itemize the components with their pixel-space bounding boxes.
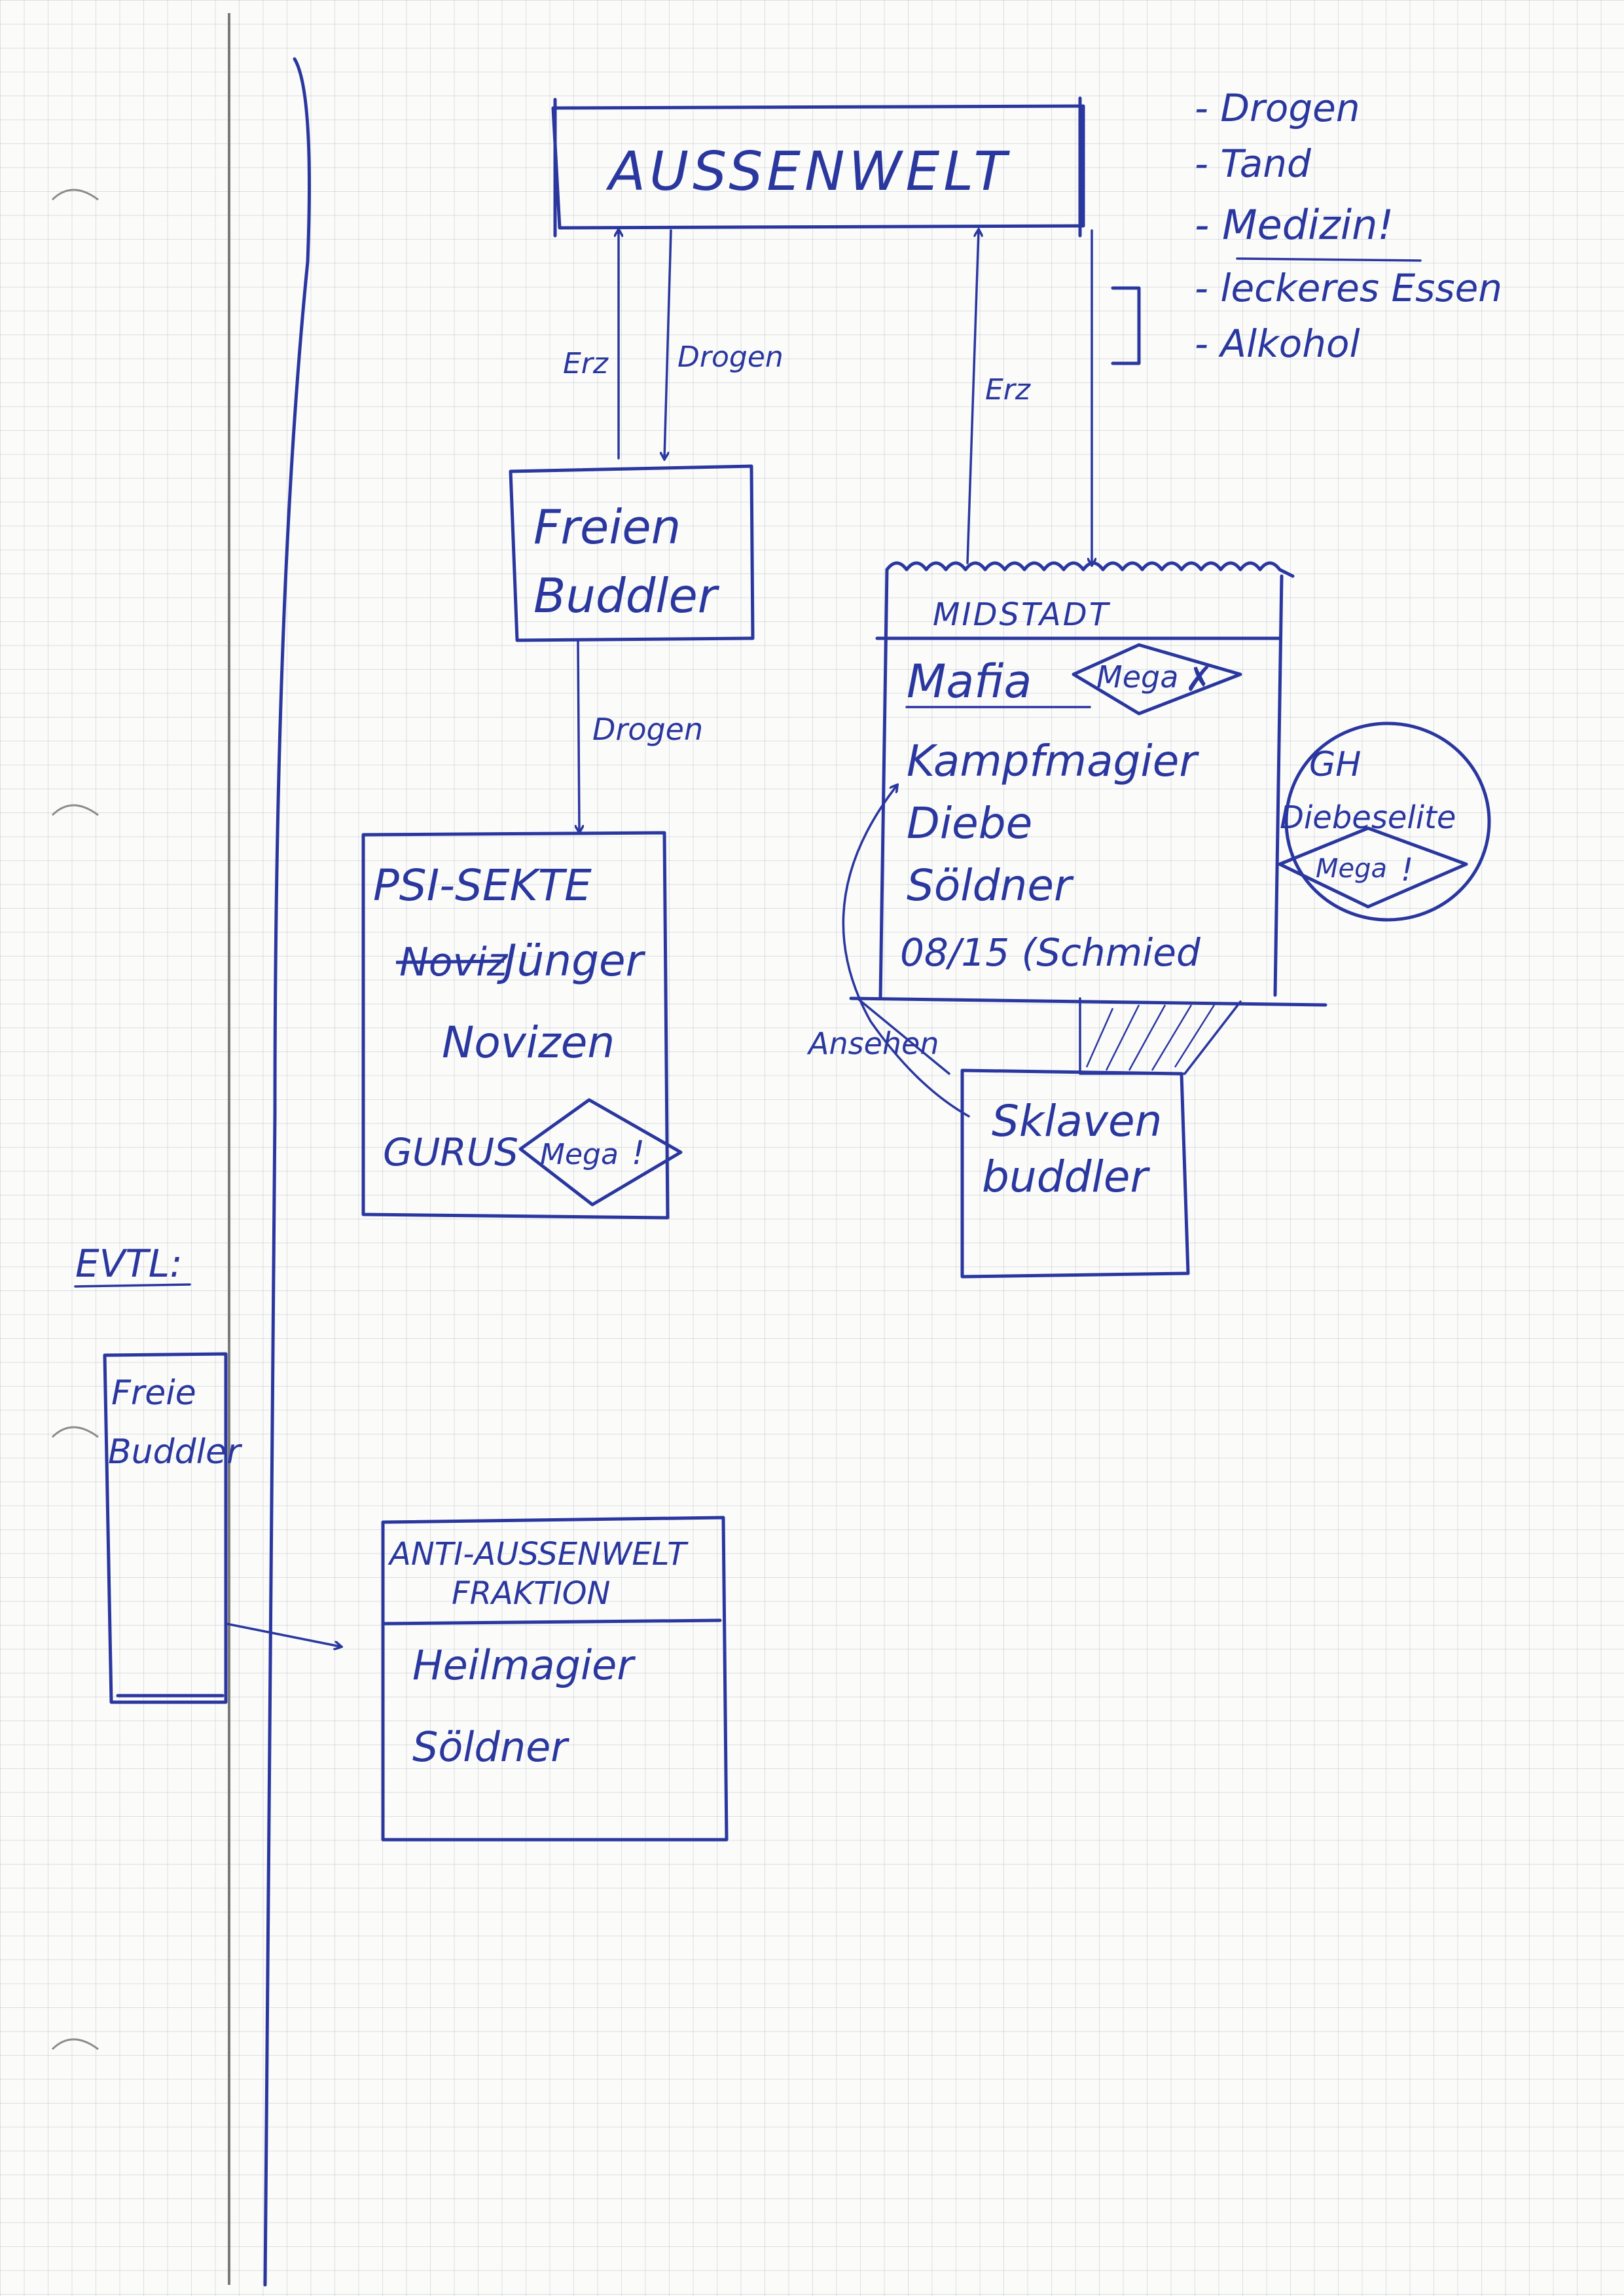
goods-item: - Medizin! <box>1195 201 1394 249</box>
mafia-mega-mark: ✗ <box>1185 660 1214 699</box>
mafia-label: Mafia <box>907 655 1032 708</box>
gh-circle: GH Diebeselite Mega ! <box>1278 721 1491 922</box>
anti-aussenwelt-box: ANTI-AUSSENWELT FRAKTION Heilmagier Söld… <box>381 1516 729 1842</box>
psi-sekte-title: PSI-SEKTE <box>373 860 592 911</box>
heilmagier-label: Heilmagier <box>412 1641 636 1689</box>
hole-mark <box>51 189 99 201</box>
anti-title-line1: ANTI-AUSSENWELT <box>388 1536 689 1573</box>
evtl-to-anti-arrow <box>225 1622 340 1647</box>
vertical-divider-line <box>263 57 311 2287</box>
strikethrough <box>395 959 505 964</box>
gh-label: GH <box>1309 745 1361 784</box>
ansehen-label: Ansehen <box>806 1026 939 1061</box>
freie-buddler-line1: Freien <box>533 500 681 555</box>
goods-item: - Drogen <box>1195 86 1360 130</box>
schmied-label: 08/15 (Schmied <box>900 930 1201 975</box>
freie-buddler-line2: Buddler <box>533 568 720 623</box>
drogen-psi-arrow <box>578 640 579 831</box>
goods-item: - leckeres Essen <box>1195 266 1502 310</box>
midstadt-box: MIDSTADT Mafia Mega ✗ Kampfmagier Diebe … <box>849 561 1327 1007</box>
goods-item: - Alkohol <box>1195 321 1360 366</box>
aussenwelt-title: AUSSENWELT <box>605 141 1011 203</box>
kampfmagier-label: Kampfmagier <box>907 736 1199 786</box>
hole-mark <box>51 1426 99 1438</box>
anti-title-line2: FRAKTION <box>452 1575 610 1612</box>
bracket <box>1111 286 1141 365</box>
diebe-label: Diebe <box>907 798 1032 848</box>
underline <box>1236 257 1422 262</box>
evtl-box-line2: Buddler <box>108 1432 243 1472</box>
aussenwelt-box: AUSSENWELT <box>551 96 1085 238</box>
ansehen-arrow <box>842 786 970 1118</box>
sklaven-line1: Sklaven <box>992 1096 1162 1146</box>
gh-mega-label: Mega <box>1316 854 1387 884</box>
soeldner-anti-label: Söldner <box>412 1723 569 1771</box>
mafia-mega-diamond <box>1072 643 1242 716</box>
gh-mega-mark: ! <box>1401 852 1413 888</box>
freie-buddler-box: Freien Buddler <box>509 464 755 642</box>
evtl-label: EVTL: <box>75 1241 183 1286</box>
sklaven-line2: buddler <box>982 1152 1150 1202</box>
psi-sekte-box: PSI-SEKTE Noviz Jünger Novizen GURUS Meg… <box>361 831 683 1220</box>
hole-mark <box>51 2038 99 2050</box>
drogen-label: Drogen <box>677 340 784 374</box>
diebeselite-label: Diebeselite <box>1280 799 1456 836</box>
mafia-mega-label: Mega <box>1096 659 1178 695</box>
midstadt-title: MIDSTADT <box>933 596 1111 633</box>
psi-mega-label: Mega <box>540 1138 619 1171</box>
hole-mark <box>51 804 99 816</box>
soeldner-label: Söldner <box>907 860 1074 911</box>
evtl-freie-buddler-box: Freie Buddler <box>103 1352 243 1704</box>
gurus-label: GURUS <box>383 1130 518 1175</box>
erz-label-right: Erz <box>985 373 1031 407</box>
psi-mega-mark: ! <box>632 1134 645 1172</box>
novizen-label: Novizen <box>442 1017 615 1068</box>
psi-mega-diamond <box>518 1098 683 1207</box>
funnel <box>856 997 1242 1075</box>
goods-list: - Drogen - Tand - Medizin! - leckeres Es… <box>1111 86 1502 366</box>
drogen-arrow <box>664 229 672 458</box>
goods-item: - Tand <box>1195 141 1312 186</box>
sklaven-buddler-box: Sklaven buddler <box>960 1068 1190 1279</box>
evtl-box-line1: Freie <box>111 1374 196 1413</box>
erz-arrow-right <box>966 230 979 564</box>
juenger-label: Jünger <box>497 936 646 986</box>
gh-mega-diamond <box>1278 826 1468 909</box>
drogen-psi-label: Drogen <box>592 712 703 747</box>
underline <box>74 1283 191 1288</box>
erz-label-left: Erz <box>563 347 609 380</box>
